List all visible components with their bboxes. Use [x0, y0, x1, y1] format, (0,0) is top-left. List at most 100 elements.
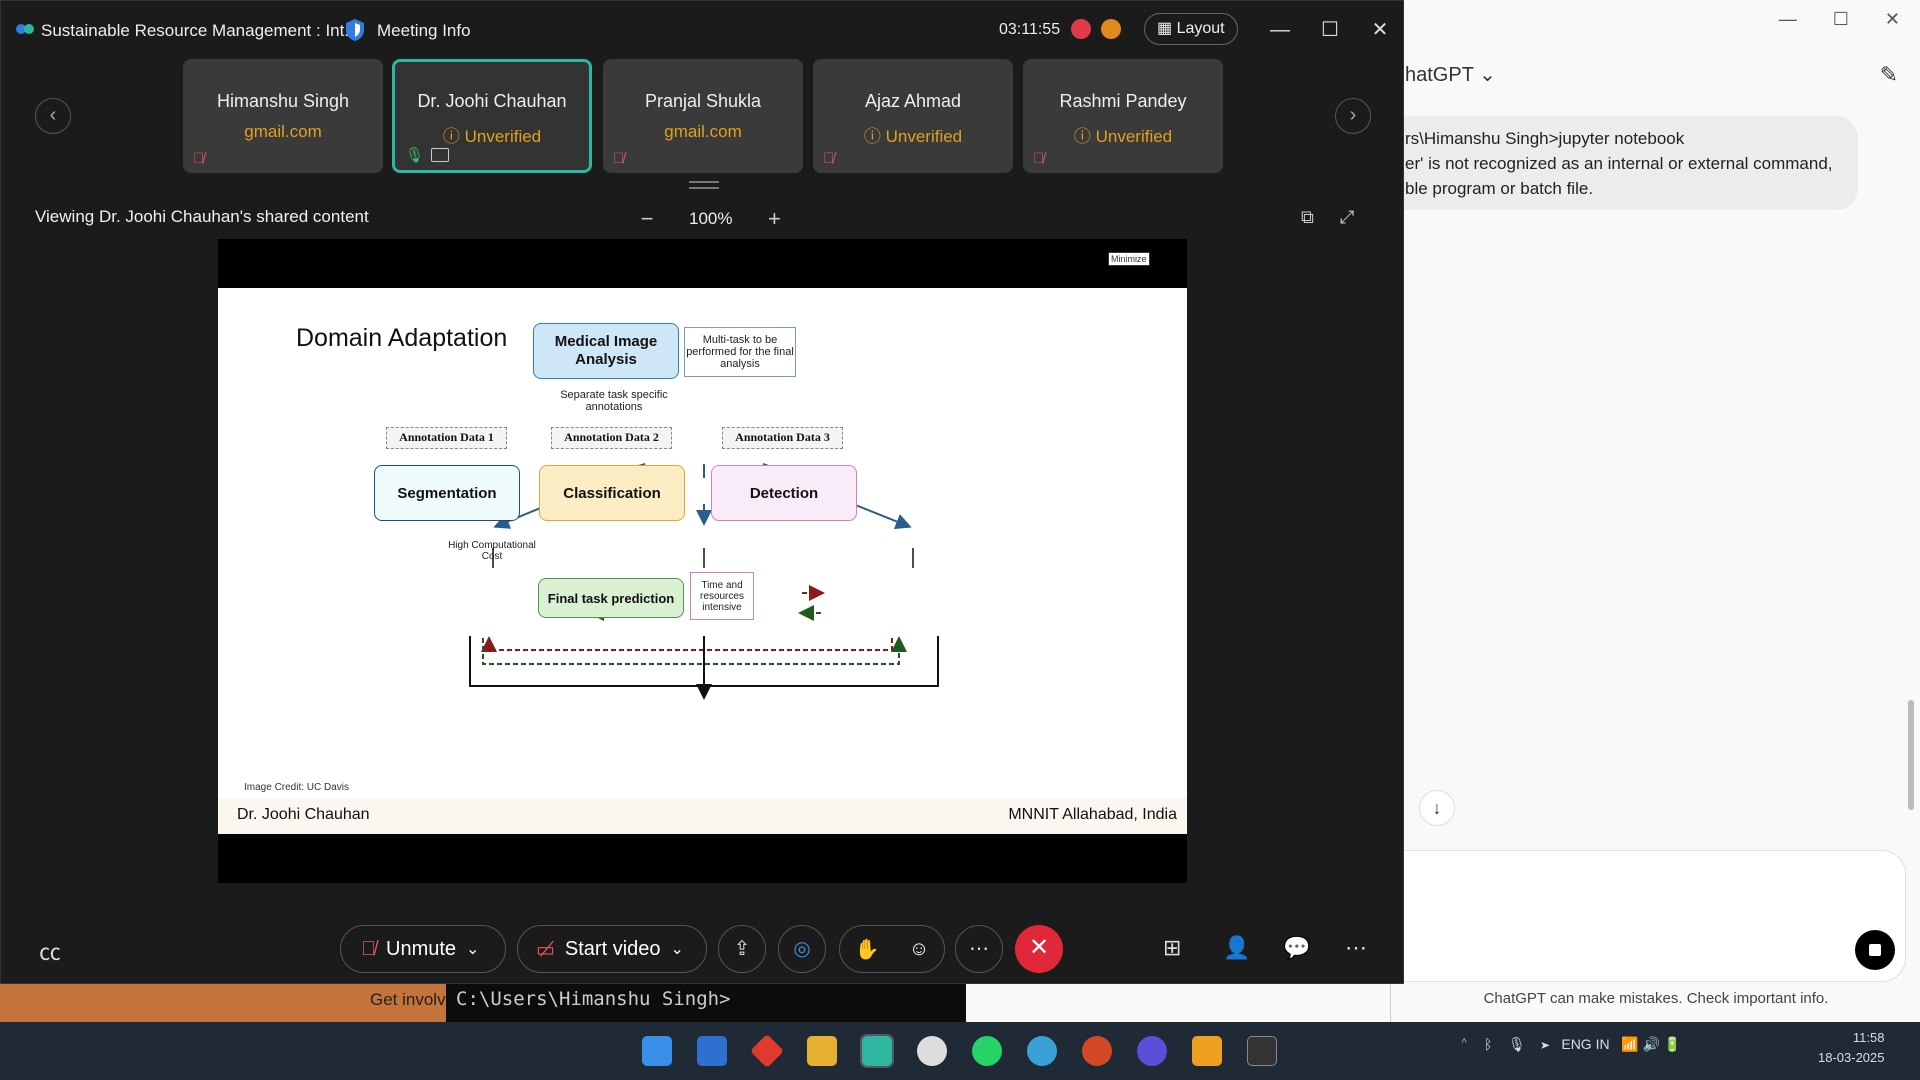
scroll-down-icon[interactable]: ↓ — [1419, 790, 1455, 826]
chat-input[interactable] — [1391, 850, 1906, 982]
scrollbar[interactable] — [1908, 700, 1914, 810]
chatgpt-titlebar: — ☐ ✕ — [1391, 0, 1920, 38]
unmute-button[interactable]: 🎙̸ Unmute ⌄ — [340, 925, 506, 973]
mic-icon: 🎙 — [405, 147, 425, 164]
mic-muted-icon[interactable]: 🎙 — [1507, 1036, 1526, 1052]
background-text: Get involv — [370, 990, 446, 1009]
muted-mic-icon: 🎙̸ — [1033, 150, 1045, 167]
disclaimer: ChatGPT can make mistakes. Check importa… — [1483, 990, 1829, 1007]
start-video-button[interactable]: ▭̸ Start video ⌄ — [517, 925, 707, 973]
final-prediction-box: Final task prediction — [538, 578, 684, 618]
time-resources-note: Time and resources intensive — [690, 572, 754, 620]
participant-tile[interactable]: Pranjal Shukla gmail.com 🎙̸ — [603, 59, 803, 173]
minimize-tag[interactable]: Minimize — [1108, 252, 1150, 266]
chevron-up-icon[interactable]: ⌃ — [1460, 1036, 1469, 1052]
battery-icon[interactable]: 🔋 — [1663, 1036, 1682, 1052]
whatsapp-icon[interactable] — [972, 1036, 1002, 1066]
close-icon: ✕ — [1028, 934, 1050, 961]
share-icon: ⇪ — [733, 938, 751, 960]
participant-tile-active[interactable]: Dr. Joohi Chauhan ⓘ Unverified 🎙 — [392, 59, 592, 173]
message-line: rs\Himanshu Singh>jupyter notebook — [1405, 129, 1685, 148]
unmute-label: Unmute — [386, 937, 457, 960]
wifi-icon[interactable]: 📶 — [1621, 1036, 1639, 1052]
reactions-group: ✋ ☺ — [839, 925, 945, 973]
stop-button[interactable] — [1855, 930, 1895, 970]
multitask-note: Multi-task to be performed for the final… — [684, 327, 796, 377]
view-options: ⧉ ⤢ — [1301, 207, 1354, 228]
fullscreen-icon[interactable]: ⤢ — [1339, 207, 1355, 227]
webex-logo-icon — [16, 24, 34, 34]
participants-icon[interactable]: 👤 — [1223, 935, 1251, 960]
background-window — [966, 980, 1390, 1022]
muted-mic-icon: 🎙̸ — [823, 150, 835, 167]
apps-icon[interactable]: ⊞ — [1163, 935, 1182, 960]
colab-icon[interactable] — [1192, 1036, 1222, 1066]
chatgpt-window: — ☐ ✕ hatGPT ⌄ ✎ rs\Himanshu Singh>jupyt… — [1390, 0, 1920, 1022]
new-chat-icon[interactable]: ✎ — [1879, 62, 1898, 87]
more-options-button[interactable]: ⋯ — [955, 925, 1003, 973]
shield-icon[interactable] — [345, 18, 365, 42]
send-icon[interactable]: ➤ — [1541, 1036, 1550, 1052]
maximize-icon[interactable]: ☐ — [1832, 8, 1849, 29]
recording-icon[interactable] — [1071, 19, 1091, 39]
meeting-info-link[interactable]: Meeting Info — [377, 21, 471, 40]
participant-name: Dr. Joohi Chauhan — [417, 91, 567, 111]
meeting-title: Sustainable Resource Management : Int... — [41, 21, 359, 40]
terminal-icon[interactable] — [1247, 1036, 1277, 1066]
close-icon[interactable]: ✕ — [1371, 19, 1389, 41]
language-indicator[interactable]: ENG IN — [1561, 1036, 1610, 1052]
video-off-icon: ▭̸ — [536, 938, 555, 961]
slide-footer: Dr. Joohi Chauhan MNNIT Allahabad, India — [218, 798, 1187, 834]
powerpoint-icon[interactable] — [1082, 1036, 1112, 1066]
webex-window: Sustainable Resource Management : Int...… — [0, 0, 1404, 984]
clock[interactable]: 11:58 18-03-2025 — [1818, 1028, 1885, 1068]
participant-tile[interactable]: Himanshu Singh gmail.com 🎙̸ — [183, 59, 383, 173]
bluetooth-icon[interactable]: ᛒ — [1483, 1036, 1493, 1052]
participant-status: ⓘ Unverified — [1073, 127, 1173, 146]
muted-mic-icon: 🎙̸ — [193, 150, 205, 167]
participant-name: Himanshu Singh — [216, 91, 350, 111]
prev-participants-button[interactable]: ‹ — [35, 98, 71, 134]
share-screen-icon — [431, 148, 449, 162]
minimize-icon[interactable]: — — [1778, 8, 1797, 29]
start-icon[interactable] — [642, 1036, 672, 1066]
terminal-window[interactable]: C:\Users\Himanshu Singh> — [446, 980, 966, 1022]
close-icon[interactable]: ✕ — [1884, 8, 1900, 29]
ai-assistant-button[interactable]: ◎ — [778, 925, 826, 973]
chat-icon[interactable]: 💬 — [1283, 935, 1311, 960]
model-selector[interactable]: hatGPT ⌄ — [1405, 64, 1496, 86]
chevron-down-icon: ⌄ — [670, 941, 684, 958]
muted-mic-icon: 🎙̸ — [361, 937, 376, 960]
end-call-button[interactable]: ✕ — [1015, 925, 1063, 973]
emoji-icon[interactable]: ☺ — [908, 937, 930, 960]
next-participants-button[interactable]: › — [1335, 98, 1371, 134]
more-icon[interactable]: ⋯ — [1345, 935, 1367, 960]
pop-out-icon[interactable]: ⧉ — [1301, 207, 1314, 227]
layout-button[interactable]: ▦ Layout — [1144, 13, 1238, 45]
taskbar — [0, 1022, 1920, 1080]
edge-icon[interactable] — [1027, 1036, 1057, 1066]
folder-icon[interactable] — [807, 1036, 837, 1066]
annotation-data-box: Annotation Data 2 — [551, 427, 672, 449]
segmentation-box: Segmentation — [374, 465, 520, 521]
raise-hand-icon[interactable]: ✋ — [854, 938, 880, 961]
webex-icon[interactable] — [860, 1034, 894, 1068]
shared-slide: Domain Adaptation — [218, 288, 1187, 834]
canva-icon[interactable] — [1137, 1036, 1167, 1066]
store-icon[interactable] — [697, 1036, 727, 1066]
zoom-in-icon[interactable]: + — [768, 206, 781, 231]
participant-tile[interactable]: Rashmi Pandey ⓘ Unverified 🎙̸ — [1023, 59, 1223, 173]
zoom-out-icon[interactable]: − — [640, 206, 654, 231]
captions-icon[interactable]: ㏄ — [39, 940, 62, 965]
maximize-icon[interactable]: ☐ — [1321, 19, 1339, 41]
participant-name: Rashmi Pandey — [1059, 91, 1187, 111]
resize-handle[interactable] — [689, 181, 719, 189]
system-tray: ⌃ ᛒ 🎙 ➤ ENG IN 📶 🔊 🔋 — [1460, 1036, 1681, 1053]
warning-icon: ⓘ — [442, 127, 460, 146]
chatgpt-icon[interactable] — [917, 1036, 947, 1066]
participant-tile[interactable]: Ajaz Ahmad ⓘ Unverified 🎙̸ — [813, 59, 1013, 173]
volume-icon[interactable]: 🔊 — [1642, 1036, 1661, 1052]
share-button[interactable]: ⇪ — [718, 925, 766, 973]
minimize-icon[interactable]: — — [1270, 19, 1290, 41]
network-icon[interactable] — [1101, 19, 1121, 39]
